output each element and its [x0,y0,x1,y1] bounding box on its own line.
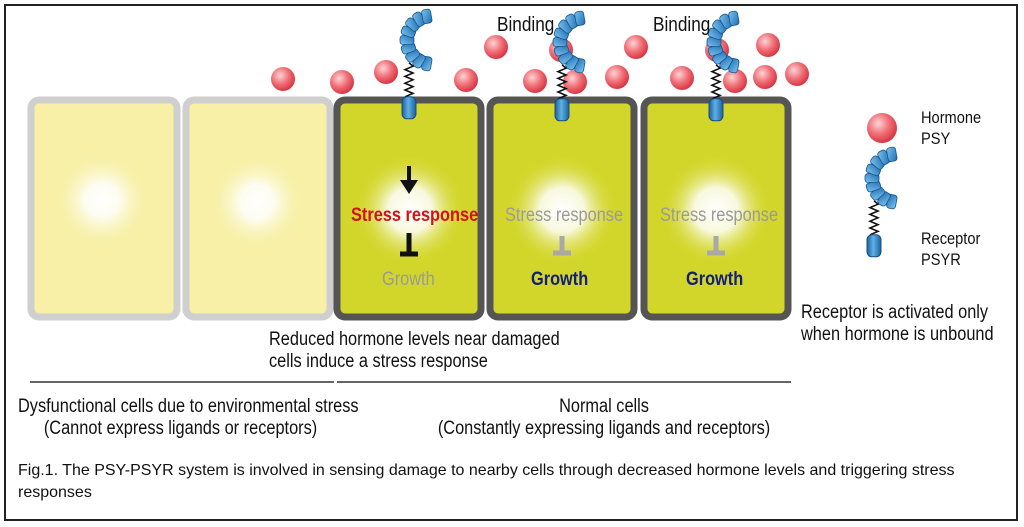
hormone-psy-icon [563,70,587,94]
receptors [399,8,740,122]
receptor-psyr-icon [552,10,586,122]
inactive-inhibition-icon [553,236,571,256]
stress-response-inactive-label: Stress response [505,205,624,226]
hormone-psy-icon [605,65,629,89]
growth-inhibition-icon [400,233,418,257]
legend-receptor-icon [864,146,898,258]
legend-receptor-label: Receptor PSYR [921,228,980,270]
hormone-psy-icon [753,65,777,89]
hormone-psy-icon [330,70,354,94]
legend-hormone-line2: PSY [921,129,951,148]
dysfunctional-line2: (Cannot express ligands or receptors) [43,418,318,439]
growth-active-label: Growth [531,269,589,290]
reduced-hormone-note: Reduced hormone levels near damaged cell… [269,329,560,373]
legend-receptor-line1: Receptor [921,229,981,248]
receptor-activation-note: Receptor is activated only when hormone … [801,302,994,346]
hormone-molecules [271,33,809,94]
hormone-psy-icon [756,33,780,57]
hormone-psy-icon [271,67,295,91]
normal-line1: Normal cells [559,396,649,417]
activation-arrow-icon [400,166,418,194]
dysfunctional-cell-2 [182,96,334,321]
growth-inhibited-label: Growth [382,269,435,290]
hormone-psy-icon [454,68,478,92]
hormone-psy-icon [624,35,648,59]
hormone-psy-icon [484,35,508,59]
inactive-inhibition-icon [707,236,725,256]
dysfunctional-cells-label: Dysfunctional cells due to environmental… [18,396,359,440]
dysfunctional-cell-1 [27,96,181,321]
binding-label: Binding [653,14,711,36]
legend-receptor-line2: PSYR [921,250,961,269]
figure-caption: Fig.1. The PSY-PSYR system is involved i… [18,462,955,501]
normal-line2: (Constantly expressing ligands and recep… [437,418,771,439]
reduced-hormone-line2: cells induce a stress response [269,351,488,372]
receptor-psyr-icon [706,10,740,122]
dysfunctional-line1: Dysfunctional cells due to environmental… [18,396,359,417]
binding-label: Binding [497,14,555,36]
stress-response-inactive-label: Stress response [660,205,779,226]
hormone-psy-icon [785,62,809,86]
receptor-note-line2: when hormone is unbound [801,324,994,345]
legend-hormone-line1: Hormone [921,108,982,127]
reduced-hormone-line1: Reduced hormone levels near damaged [269,329,560,350]
normal-cell-3 [640,96,792,321]
hormone-psy-icon [374,60,398,84]
receptor-psyr-icon [864,146,898,258]
legend-hormone-icon [867,113,897,143]
stress-response-active-label: Stress response [351,205,479,226]
growth-active-label: Growth [686,269,744,290]
legend-hormone-label: Hormone PSY [921,107,981,149]
hormone-psy-icon [723,69,747,93]
normal-cells-label: Normal cells (Constantly expressing liga… [420,396,788,440]
receptor-psyr-icon [399,8,433,120]
receptor-note-line1: Receptor is activated only [801,302,989,323]
hormone-psy-icon [670,66,694,90]
hormone-psy-icon [523,69,547,93]
